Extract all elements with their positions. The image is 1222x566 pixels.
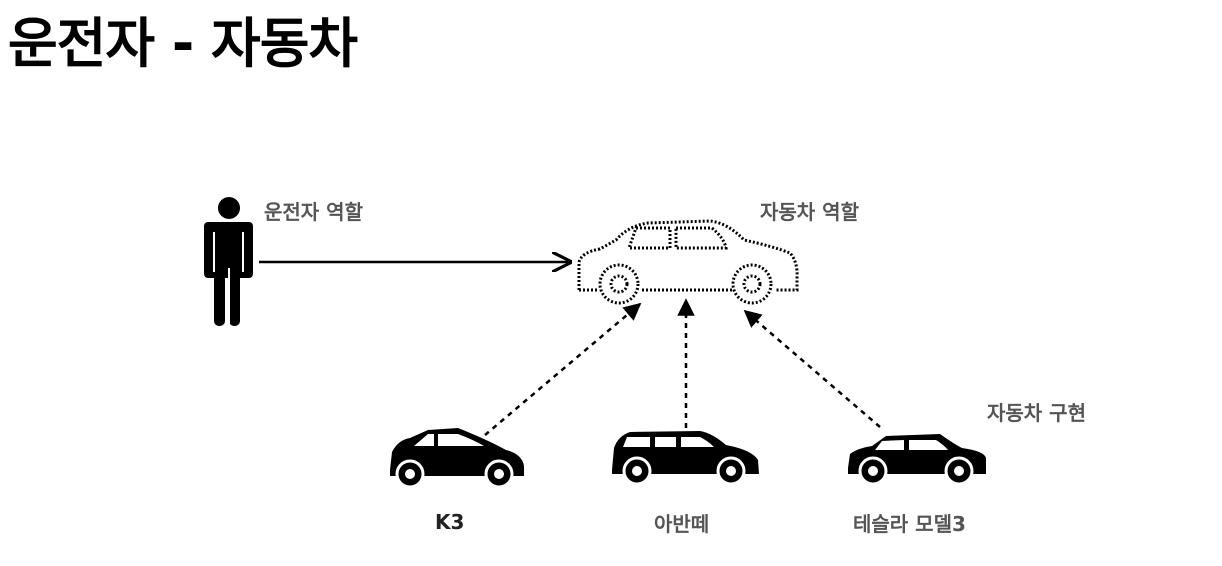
k3-to-role-arrow xyxy=(484,302,642,436)
page-title: 운전자 - 자동차 xyxy=(8,12,358,75)
tesla-to-role-arrow xyxy=(743,309,881,428)
sedan-icon xyxy=(848,434,986,486)
person-icon xyxy=(204,197,253,326)
car-impl-label: 자동차 구현 xyxy=(987,401,1086,425)
car-role-label: 자동차 역할 xyxy=(760,200,859,224)
wagon-icon xyxy=(612,431,759,486)
car-outline-icon xyxy=(577,219,799,305)
hatchback-icon xyxy=(390,428,524,489)
driver-role-label: 운전자 역할 xyxy=(264,200,363,224)
tesla-label: 테슬라 모델3 xyxy=(853,512,966,536)
implementation-arrows xyxy=(484,298,881,436)
k3-label: K3 xyxy=(435,510,465,534)
avante-label: 아반떼 xyxy=(654,512,710,536)
